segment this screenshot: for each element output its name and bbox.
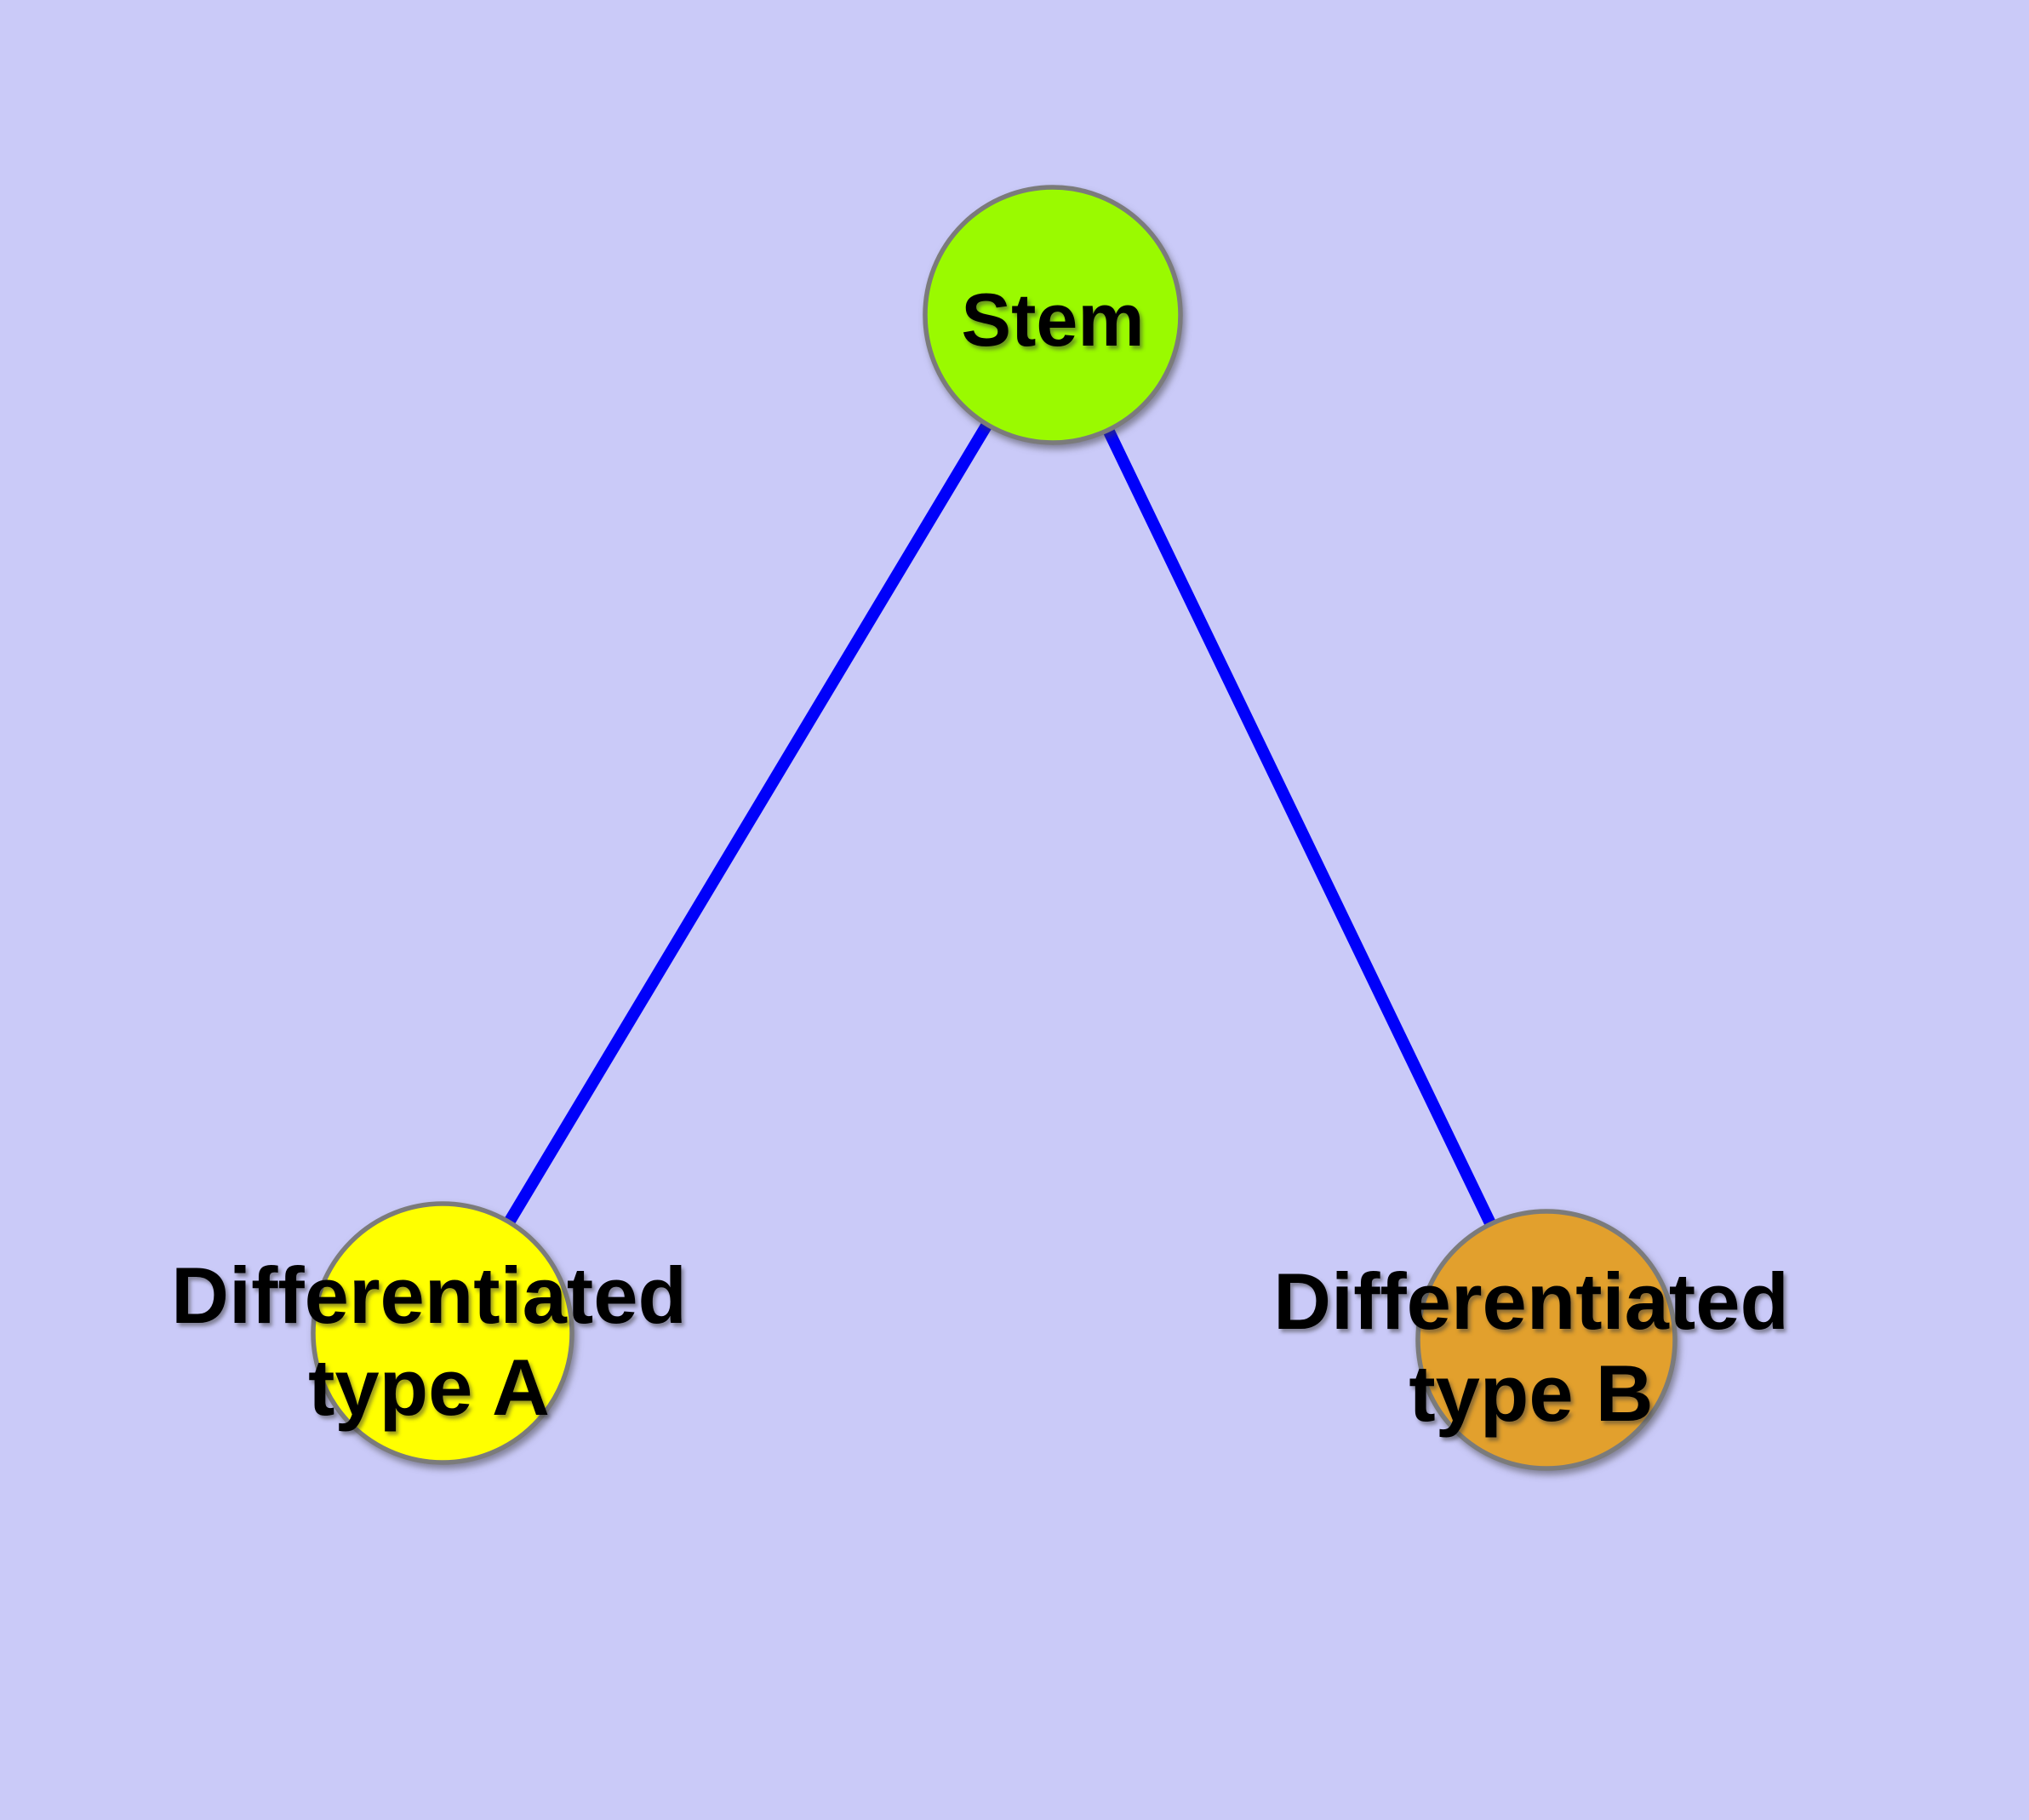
node-type-b-label-line1: Differentiated (1273, 1256, 1789, 1346)
edge-stem-to-type-a (437, 312, 1059, 1336)
node-type-a-circle (311, 1201, 574, 1465)
node-type-b-label: Differentiated type B (1273, 1256, 1789, 1439)
node-type-b-label-line2: type B (1409, 1348, 1654, 1438)
edge-stem-to-type-b (1047, 312, 1552, 1343)
node-type-b-circle (1415, 1209, 1677, 1471)
node-stem-label: Stem (961, 278, 1144, 363)
node-stem-circle (923, 185, 1183, 445)
node-stem-label-text: Stem (961, 278, 1145, 362)
node-type-a-label: Differentiated type A (171, 1250, 687, 1434)
node-type-a-label-line1: Differentiated (171, 1251, 687, 1340)
node-type-a-label-line2: type A (308, 1342, 550, 1432)
